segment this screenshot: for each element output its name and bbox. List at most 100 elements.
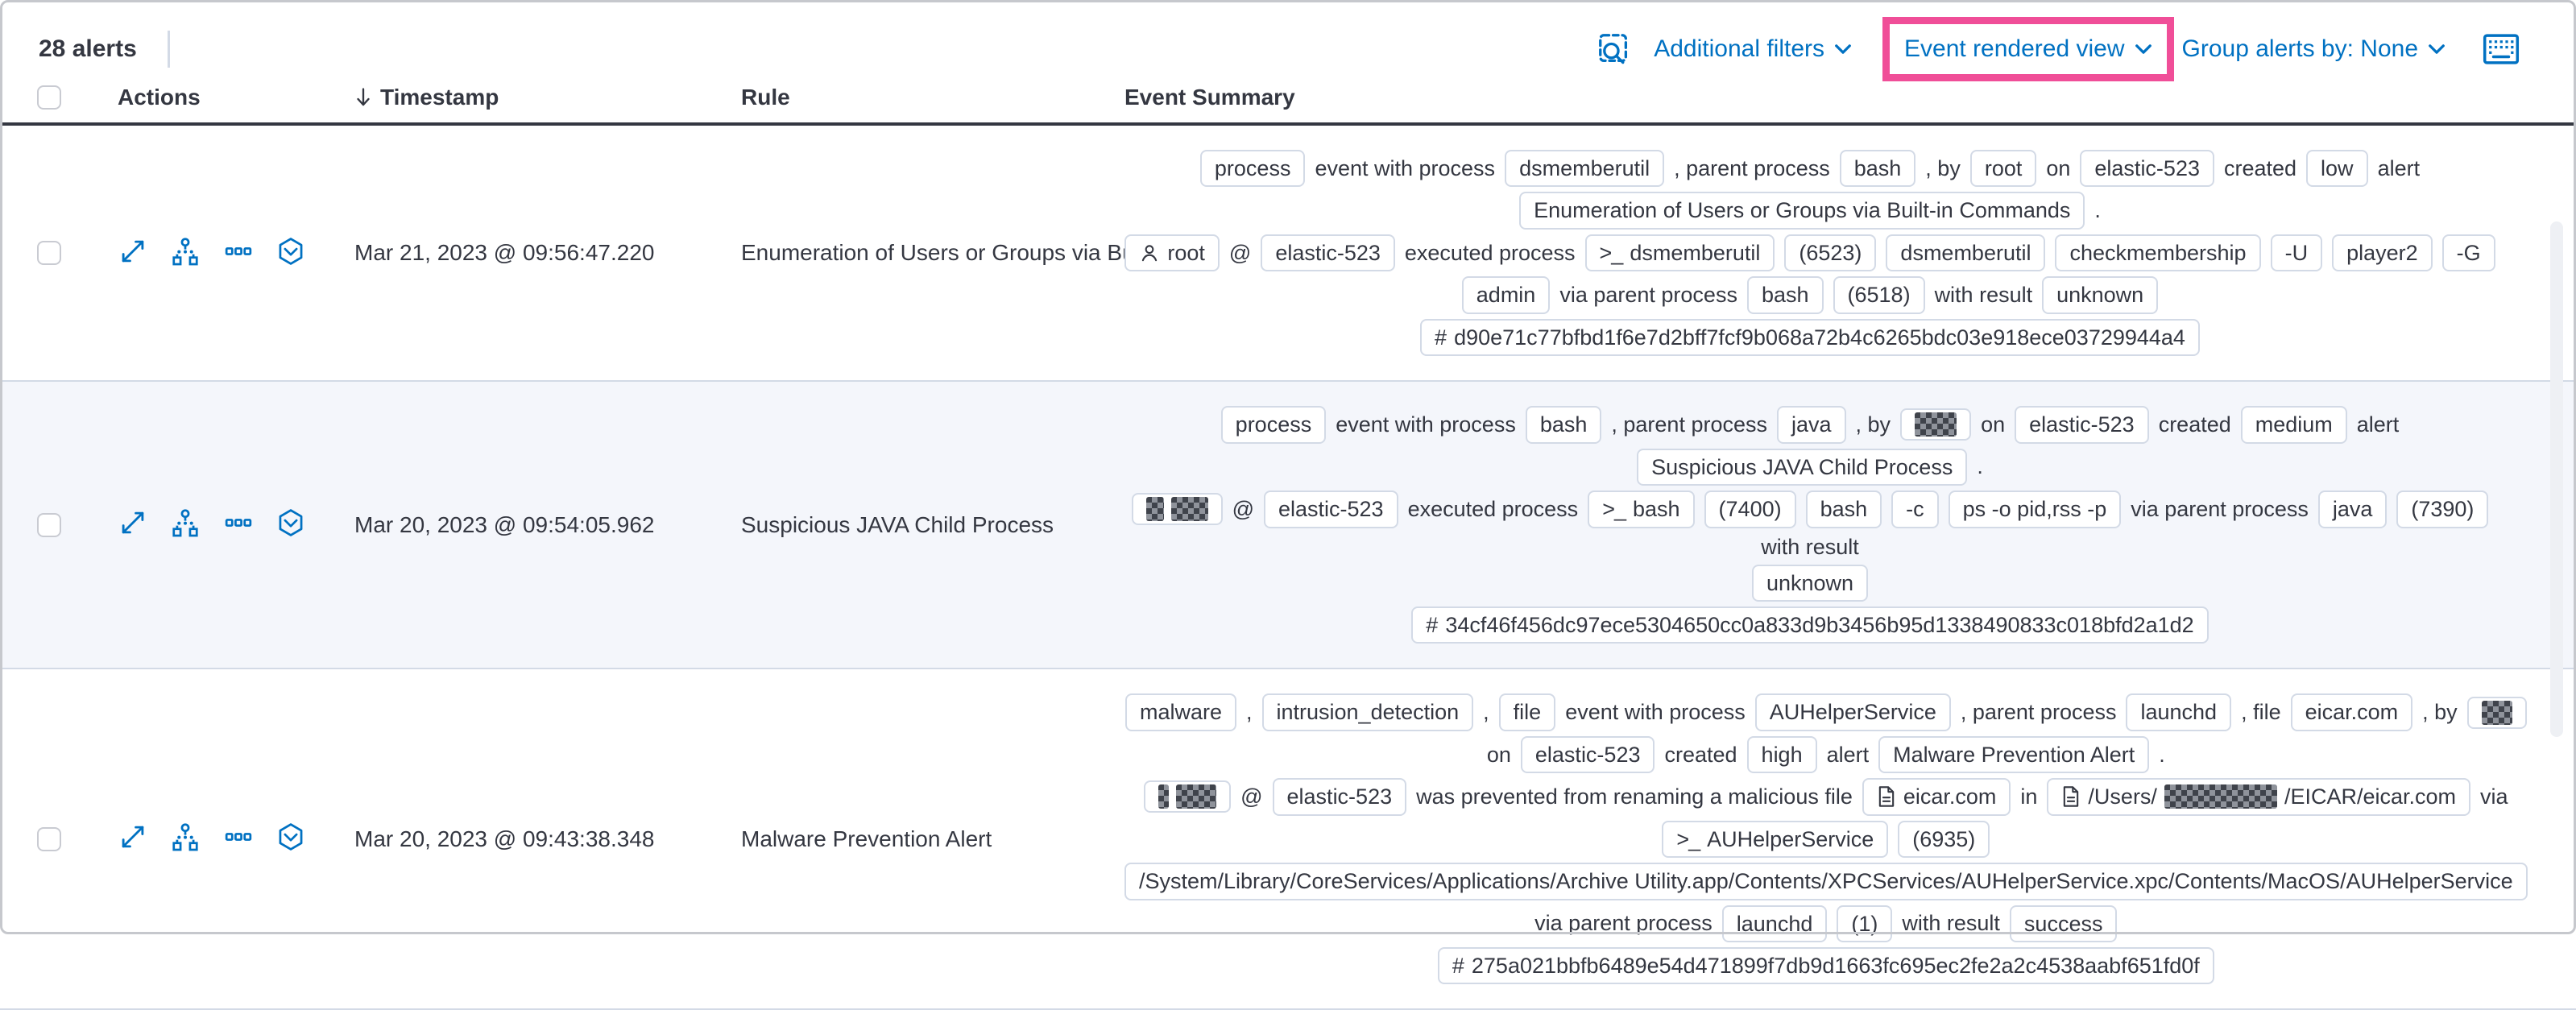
badge-text: -G: [2456, 240, 2481, 265]
field-badge[interactable]: unknown: [2042, 276, 2159, 314]
field-badge[interactable]: malware: [1124, 693, 1236, 731]
field-badge[interactable]: bash: [1746, 276, 1824, 314]
field-badge[interactable]: Malware Prevention Alert: [1878, 735, 2150, 774]
field-badge[interactable]: process: [1220, 406, 1327, 444]
group-alerts-label: Group alerts by: None: [2181, 35, 2418, 62]
field-badge[interactable]: [2466, 696, 2527, 729]
row-checkbox[interactable]: [37, 512, 61, 537]
field-badge[interactable]: >_AUHelperService: [1662, 820, 1889, 859]
field-badge[interactable]: medium: [2240, 406, 2347, 444]
field-badge[interactable]: elastic-523: [1261, 234, 1395, 272]
field-badge[interactable]: bash: [1839, 150, 1916, 188]
scrollbar[interactable]: [2550, 221, 2563, 737]
field-badge[interactable]: elastic-523: [2080, 150, 2214, 188]
field-badge[interactable]: eicar.com: [2290, 693, 2413, 731]
field-badge[interactable]: -c: [1891, 491, 1939, 528]
field-badge[interactable]: #275a021bbfb6489e54d471899f7db9d1663fc69…: [1437, 947, 2214, 985]
session-view-button[interactable]: [275, 507, 306, 542]
field-badge[interactable]: [1131, 493, 1223, 526]
field-badge[interactable]: launchd: [1721, 904, 1828, 942]
field-badge[interactable]: root: [1124, 234, 1220, 272]
field-badge[interactable]: /Users//EICAR/eicar.com: [2047, 778, 2470, 816]
expand-alert-button[interactable]: [118, 507, 148, 542]
column-header-timestamp[interactable]: Timestamp: [354, 85, 741, 110]
field-badge[interactable]: java: [1777, 406, 1846, 444]
field-badge[interactable]: elastic-523: [1520, 735, 1655, 774]
badge-text: /EICAR/eicar.com: [2284, 784, 2456, 809]
badge-text: d90e71c77bfbd1f6e7d2bff7fcf9b068a72b4c62…: [1454, 325, 2185, 350]
badge-text: low: [2321, 156, 2354, 180]
field-badge[interactable]: >_bash: [1588, 491, 1695, 528]
field-badge[interactable]: -G: [2441, 234, 2495, 272]
summary-text: on: [1981, 412, 2006, 437]
analyzer-graph-button[interactable]: [169, 236, 201, 271]
field-badge[interactable]: file: [1498, 693, 1556, 731]
field-badge[interactable]: bash: [1805, 491, 1882, 528]
more-actions-button[interactable]: [222, 236, 255, 271]
field-badge[interactable]: eicar.com: [1862, 778, 2011, 816]
row-checkbox[interactable]: [37, 826, 61, 851]
field-badge[interactable]: ps -o pid,rss -p: [1948, 491, 2122, 528]
field-badge[interactable]: -U: [2270, 234, 2323, 272]
field-badge[interactable]: [1144, 780, 1232, 813]
badge-text: intrusion_detection: [1276, 700, 1460, 725]
additional-filters-button[interactable]: Additional filters: [1654, 35, 1852, 63]
badge-text: elastic-523: [1275, 240, 1381, 265]
field-badge[interactable]: java: [2317, 491, 2388, 528]
field-badge[interactable]: low: [2306, 150, 2368, 188]
field-badge[interactable]: (6935): [1898, 820, 1990, 859]
badge-text: bash: [1539, 412, 1588, 437]
field-badge[interactable]: elastic-523: [2015, 406, 2149, 444]
field-badge[interactable]: /System/Library/CoreServices/Application…: [1124, 863, 2528, 900]
row-checkbox[interactable]: [37, 241, 61, 266]
field-badge[interactable]: intrusion_detection: [1261, 693, 1474, 731]
inspect-icon[interactable]: [1596, 31, 1633, 68]
analyzer-graph-button[interactable]: [169, 822, 201, 856]
analyzer-graph-button[interactable]: [169, 507, 201, 542]
event-rendered-view-button[interactable]: Event rendered view: [1904, 35, 2152, 63]
summary-text: , parent process: [1611, 412, 1767, 437]
field-badge[interactable]: player2: [2332, 234, 2433, 272]
field-badge[interactable]: (7390): [2396, 491, 2489, 528]
field-badge[interactable]: process: [1199, 150, 1306, 188]
field-badge[interactable]: elastic-523: [1263, 491, 1398, 528]
field-badge[interactable]: AUHelperService: [1754, 693, 1951, 731]
summary-line: #d90e71c77bfbd1f6e7d2bff7fcf9b068a72b4c6…: [1124, 318, 2495, 357]
field-badge[interactable]: dsmemberutil: [1505, 150, 1665, 188]
field-badge[interactable]: Suspicious JAVA Child Process: [1637, 448, 1968, 486]
more-actions-button[interactable]: [222, 507, 255, 542]
field-badge[interactable]: root: [1969, 150, 2037, 188]
field-badge[interactable]: (1): [1837, 904, 1893, 942]
keyboard-icon[interactable]: [2483, 33, 2520, 65]
field-badge[interactable]: (7400): [1704, 491, 1796, 528]
hash-icon: #: [1426, 612, 1439, 637]
field-badge[interactable]: (6523): [1784, 234, 1877, 272]
field-badge[interactable]: (6518): [1833, 276, 1925, 314]
badge-text: (6523): [1799, 240, 1862, 265]
field-badge[interactable]: bash: [1525, 406, 1602, 444]
group-alerts-by-button[interactable]: Group alerts by: None: [2182, 35, 2446, 63]
field-badge[interactable]: high: [1746, 735, 1817, 774]
field-badge[interactable]: checkmembership: [2055, 234, 2261, 272]
expand-alert-icon: [118, 507, 148, 542]
field-badge[interactable]: #34cf46f456dc97ece5304650cc0a833d9b3456b…: [1411, 606, 2209, 644]
field-badge[interactable]: #d90e71c77bfbd1f6e7d2bff7fcf9b068a72b4c6…: [1420, 318, 2200, 357]
field-badge[interactable]: dsmemberutil: [1886, 234, 2046, 272]
field-badge[interactable]: admin: [1461, 276, 1551, 314]
field-badge[interactable]: Enumeration of Users or Groups via Built…: [1519, 192, 2085, 230]
field-badge[interactable]: launchd: [2126, 693, 2232, 731]
session-view-button[interactable]: [275, 236, 306, 271]
field-badge[interactable]: >_dsmemberutil: [1584, 234, 1775, 272]
rule-header-label: Rule: [741, 85, 790, 110]
select-all-checkbox[interactable]: [37, 85, 61, 110]
field-badge[interactable]: elastic-523: [1272, 778, 1407, 816]
field-badge[interactable]: success: [2009, 904, 2118, 942]
expand-alert-button[interactable]: [118, 236, 148, 271]
expand-alert-button[interactable]: [118, 822, 148, 856]
field-badge[interactable]: [1900, 408, 1972, 441]
field-badge[interactable]: unknown: [1751, 564, 1869, 602]
more-actions-button[interactable]: [222, 822, 255, 856]
badge-text: -U: [2284, 240, 2309, 265]
session-view-button[interactable]: [275, 822, 306, 856]
